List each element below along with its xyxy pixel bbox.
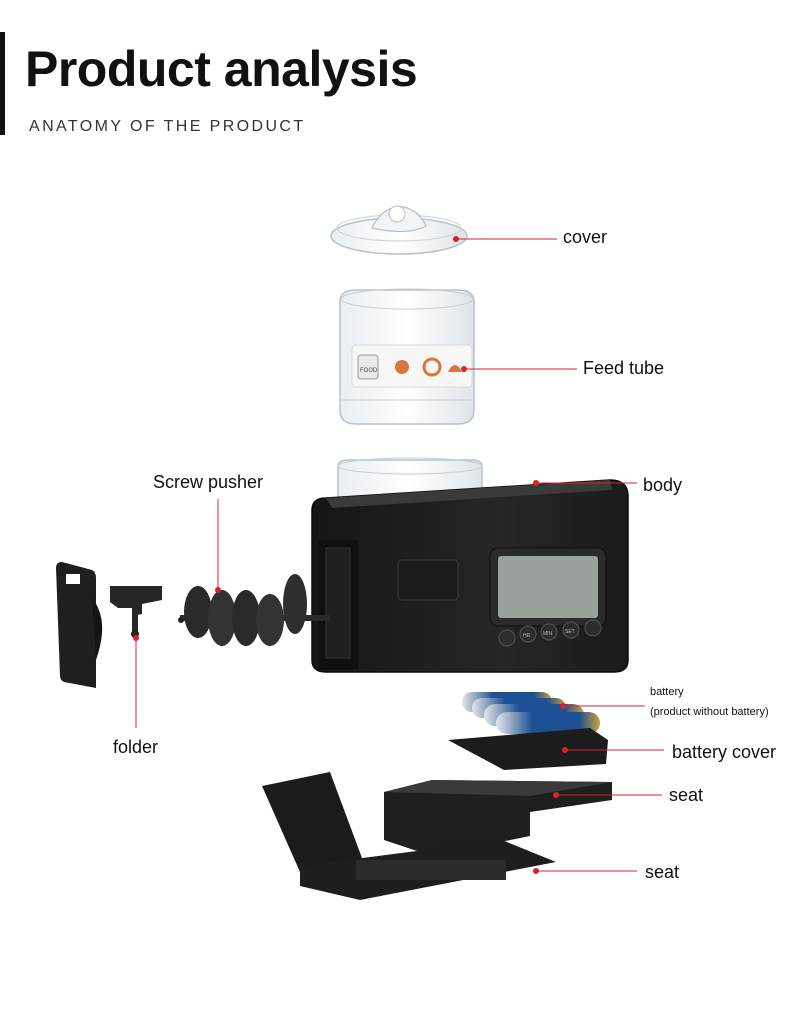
body-part: HR MIN SET bbox=[311, 457, 629, 673]
label-seat-lower: seat bbox=[645, 862, 680, 882]
tube-sticker-food-text: FOOD bbox=[360, 368, 378, 374]
label-seat-upper: seat bbox=[669, 785, 704, 805]
screw-pusher-leader-dot bbox=[215, 587, 221, 593]
screw-pusher-part bbox=[178, 574, 330, 646]
label-body: body bbox=[643, 475, 683, 495]
folder-part bbox=[56, 562, 162, 688]
device-button-min: MIN bbox=[543, 631, 553, 637]
device-button-hr: HR bbox=[523, 633, 531, 639]
title-accent-bar bbox=[0, 32, 5, 135]
page-title: Product analysis bbox=[25, 41, 418, 97]
feed-tube-part: FOOD bbox=[339, 288, 475, 425]
seat-upper-part bbox=[384, 780, 612, 856]
page-subtitle: ANATOMY OF THE PRODUCT bbox=[29, 118, 306, 135]
label-folder: folder bbox=[113, 737, 159, 757]
leader-lines bbox=[133, 236, 664, 874]
battery-part bbox=[462, 692, 600, 734]
label-battery-cover: battery cover bbox=[672, 742, 777, 762]
label-screw-pusher: Screw pusher bbox=[153, 472, 264, 492]
cover-part bbox=[330, 205, 468, 255]
device-button-set: SET bbox=[565, 629, 575, 635]
label-cover: cover bbox=[563, 227, 608, 247]
label-feed-tube: Feed tube bbox=[583, 358, 665, 378]
label-battery: battery bbox=[650, 686, 684, 698]
battery-cover-part bbox=[448, 728, 608, 770]
label-battery-note: (product without battery) bbox=[650, 706, 769, 718]
seat-lower-part bbox=[262, 772, 556, 900]
